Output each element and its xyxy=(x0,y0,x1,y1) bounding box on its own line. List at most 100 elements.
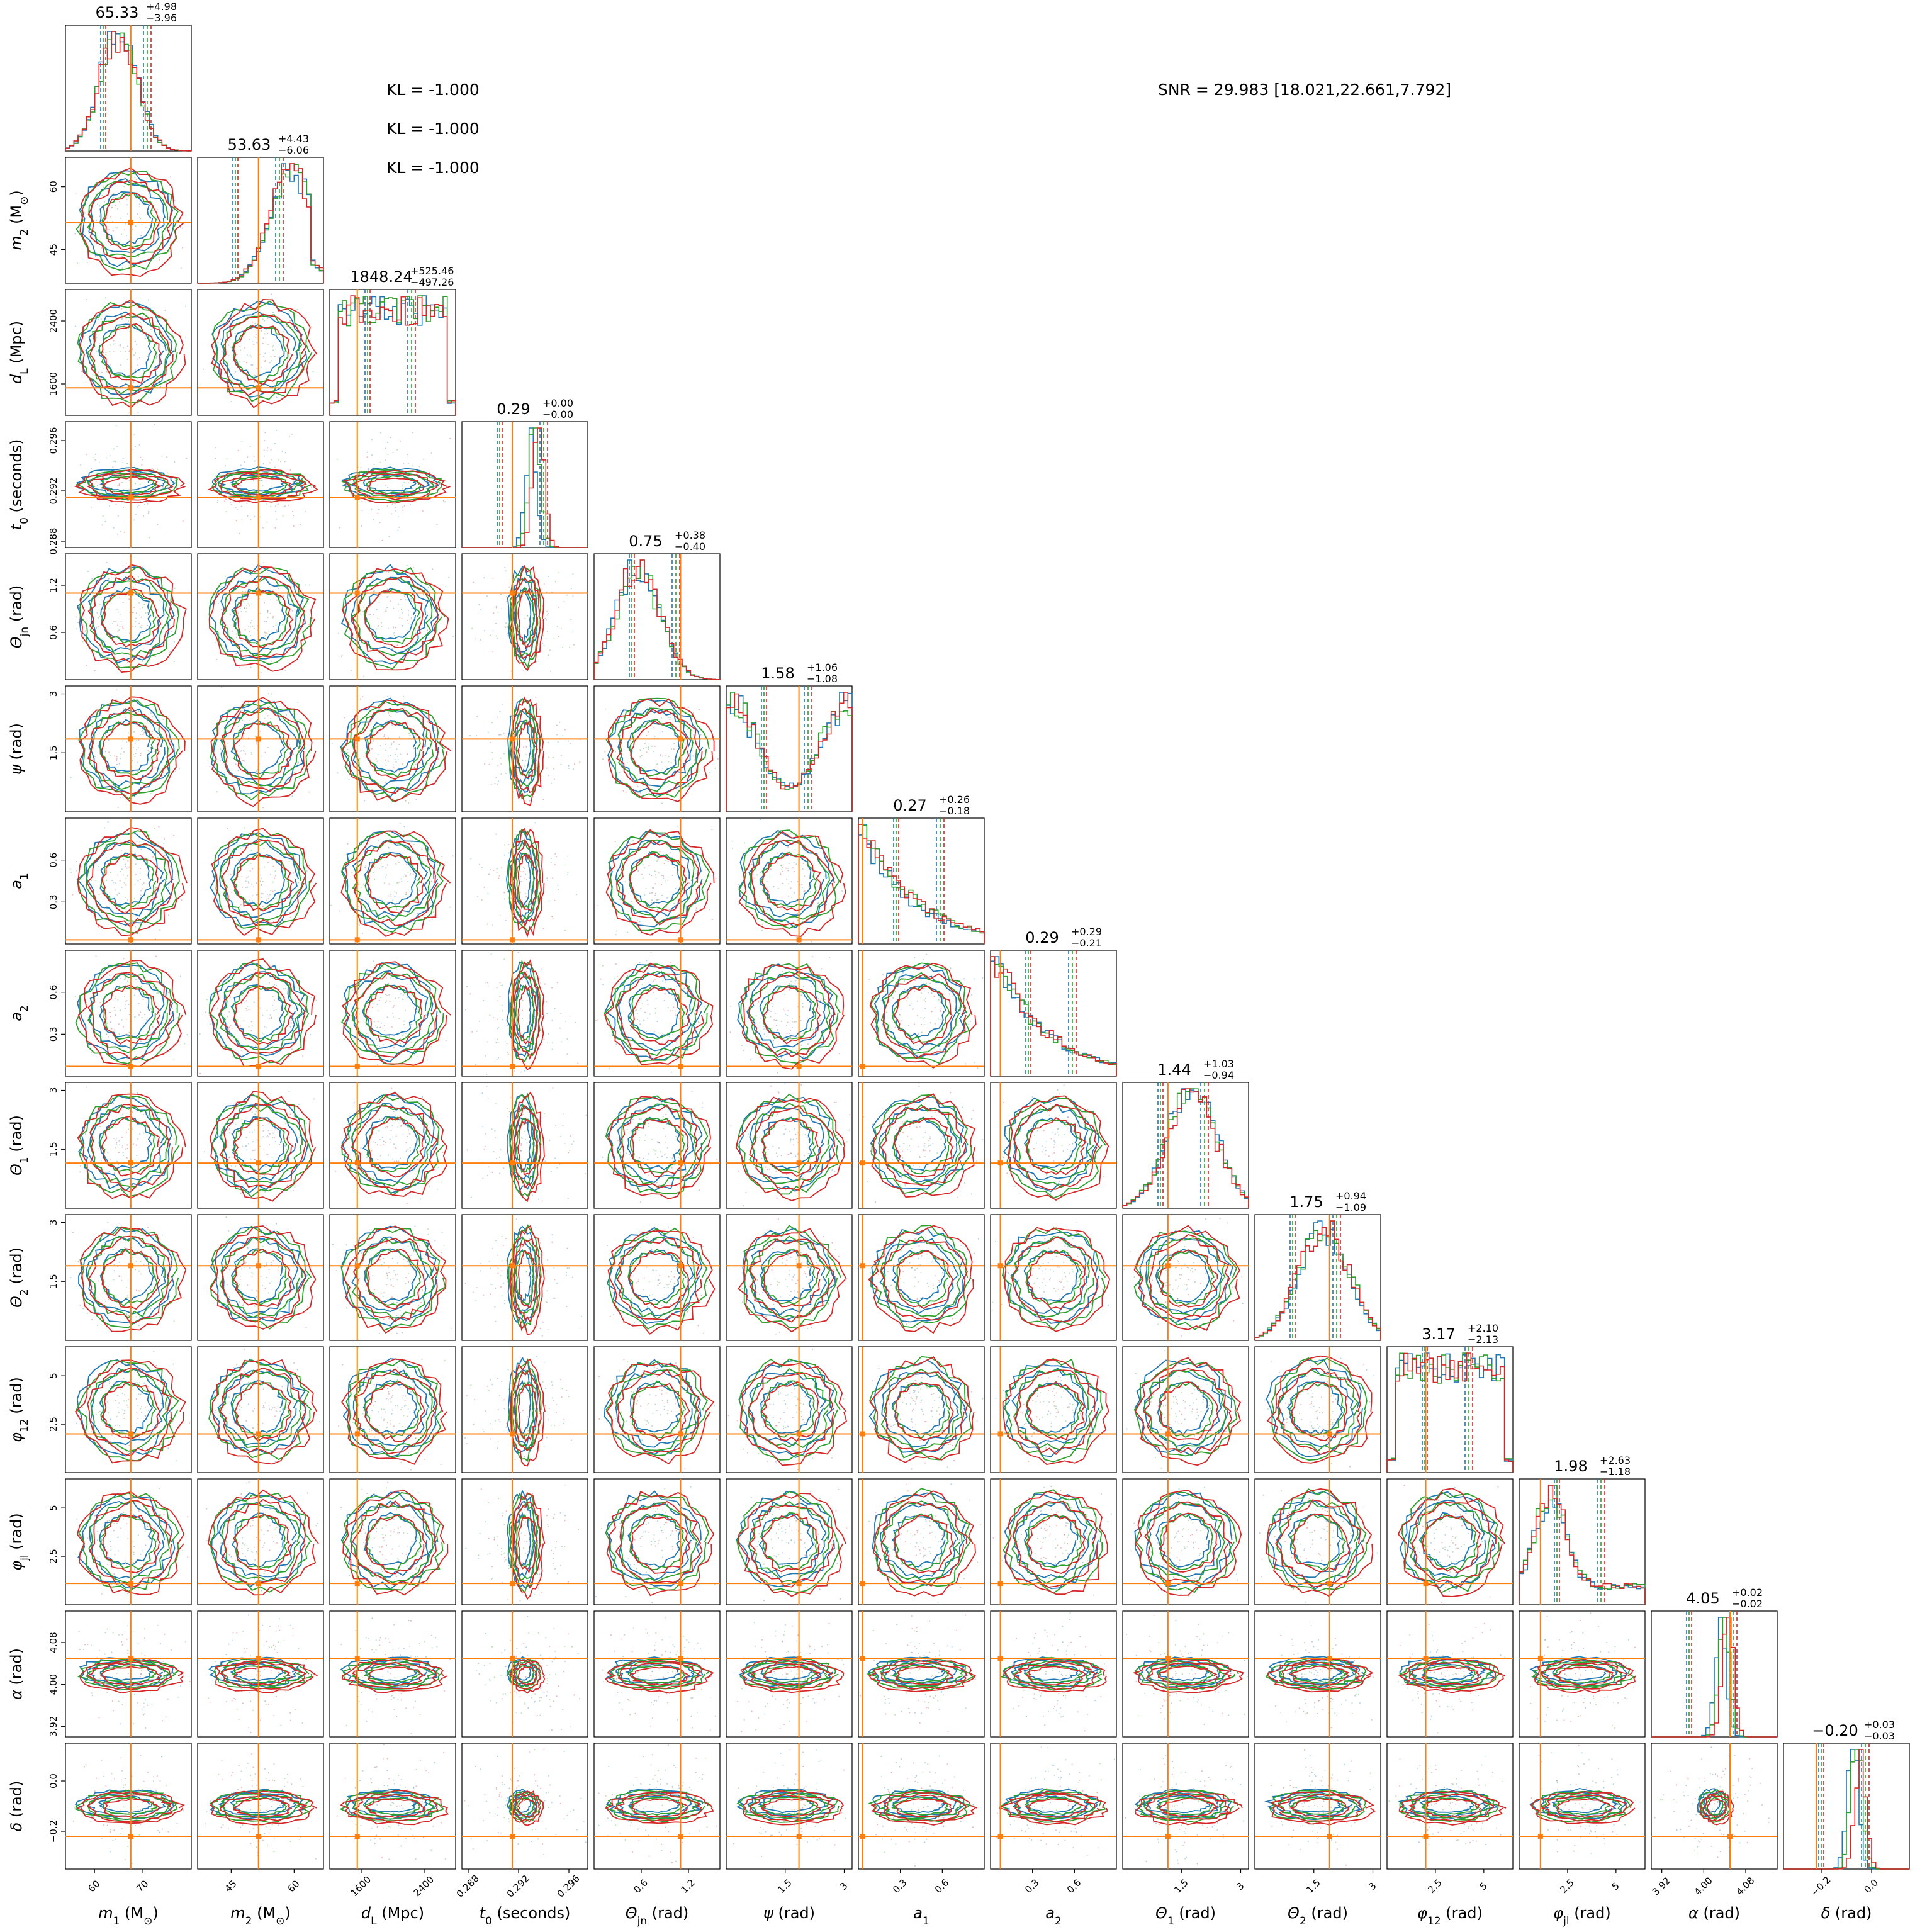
sample-point xyxy=(240,505,242,507)
sample-point xyxy=(240,485,242,487)
sample-point xyxy=(276,629,278,631)
sample-point xyxy=(670,1010,671,1012)
sample-point xyxy=(385,610,387,612)
sample-point xyxy=(134,883,136,885)
y-tick-label: 0.6 xyxy=(48,985,59,1000)
sample-point xyxy=(795,863,797,865)
sample-point xyxy=(644,743,646,744)
sample-point xyxy=(362,932,363,934)
sample-point xyxy=(505,570,507,572)
sample-point xyxy=(267,715,269,717)
sample-point xyxy=(391,1026,393,1028)
sample-point xyxy=(596,1019,598,1021)
sample-point xyxy=(627,1044,629,1046)
sample-point xyxy=(405,875,407,877)
sample-point xyxy=(1059,1181,1060,1182)
truth-marker xyxy=(256,590,261,596)
sample-point xyxy=(907,1169,909,1171)
sample-point xyxy=(78,364,80,366)
sample-point xyxy=(142,607,143,609)
sample-point xyxy=(1080,1144,1082,1146)
sample-point xyxy=(908,1025,910,1026)
sample-point xyxy=(950,1092,952,1094)
sample-point xyxy=(520,875,522,877)
sample-point xyxy=(252,480,254,481)
sample-point xyxy=(139,626,141,628)
sample-point xyxy=(110,216,111,218)
sample-point xyxy=(256,743,257,745)
y-tick-label: 0.6 xyxy=(48,853,59,868)
sample-point xyxy=(259,1145,261,1147)
sample-point xyxy=(571,1143,573,1145)
sample-point xyxy=(113,527,115,529)
sample-point xyxy=(562,735,564,737)
sample-point xyxy=(117,485,118,487)
sample-point xyxy=(137,770,139,772)
sample-point xyxy=(400,1125,402,1127)
sample-point xyxy=(248,737,249,739)
sample-point xyxy=(337,772,339,774)
sample-point xyxy=(766,1035,768,1037)
marginal-title-plus: +1.03 xyxy=(1203,1058,1234,1070)
sample-point xyxy=(630,1028,632,1030)
sample-point xyxy=(272,345,274,346)
sample-point xyxy=(158,746,160,748)
sample-point xyxy=(169,176,171,178)
sample-point xyxy=(929,1022,931,1023)
sample-point xyxy=(120,217,121,219)
sample-point xyxy=(220,609,222,610)
sample-point xyxy=(507,891,509,893)
sample-point xyxy=(127,213,128,215)
sample-point xyxy=(615,751,617,753)
sample-point xyxy=(907,1135,909,1137)
sample-point xyxy=(759,1030,761,1032)
contour-green xyxy=(79,566,179,669)
sample-point xyxy=(90,506,92,508)
sample-point xyxy=(107,1036,109,1038)
sample-point xyxy=(666,1147,668,1149)
sample-point xyxy=(347,1123,349,1125)
sample-point xyxy=(974,1062,975,1064)
sample-point xyxy=(135,225,137,227)
sample-point xyxy=(786,1014,788,1016)
sample-point xyxy=(952,1145,954,1147)
sample-point xyxy=(395,892,397,894)
sample-point xyxy=(977,1067,979,1069)
sample-point xyxy=(385,749,387,751)
y-tick-label: 1.5 xyxy=(48,745,59,760)
sample-point xyxy=(330,904,332,906)
sample-point xyxy=(675,887,677,889)
sample-point xyxy=(123,488,125,490)
sample-point xyxy=(157,992,159,994)
sample-point xyxy=(507,632,508,634)
sample-point xyxy=(387,931,389,933)
sample-point xyxy=(694,759,695,761)
sample-point xyxy=(263,449,265,451)
sample-point xyxy=(261,928,263,929)
sample-point xyxy=(373,960,374,962)
panel-frame xyxy=(461,950,588,1077)
sample-point xyxy=(661,731,663,733)
sample-point xyxy=(121,481,123,483)
sample-point xyxy=(934,1023,936,1025)
sample-point xyxy=(256,770,257,772)
sample-point xyxy=(149,1266,151,1267)
sample-point xyxy=(94,756,96,758)
sample-point xyxy=(394,758,396,760)
sample-point xyxy=(391,1087,393,1089)
sample-point xyxy=(929,1136,931,1138)
sample-point xyxy=(800,1044,802,1046)
sample-point xyxy=(138,602,140,604)
sample-point xyxy=(248,726,250,727)
sample-point xyxy=(931,1116,933,1118)
sample-point xyxy=(159,929,161,931)
sample-point xyxy=(101,524,103,526)
sample-point xyxy=(359,698,361,700)
sample-point xyxy=(282,515,284,517)
panel-theta_jn-vs-m2 xyxy=(197,553,324,680)
sample-point xyxy=(215,642,216,644)
sample-point xyxy=(674,1014,676,1016)
sample-point xyxy=(274,1128,276,1130)
sample-point xyxy=(140,1040,142,1042)
sample-point xyxy=(272,349,274,351)
